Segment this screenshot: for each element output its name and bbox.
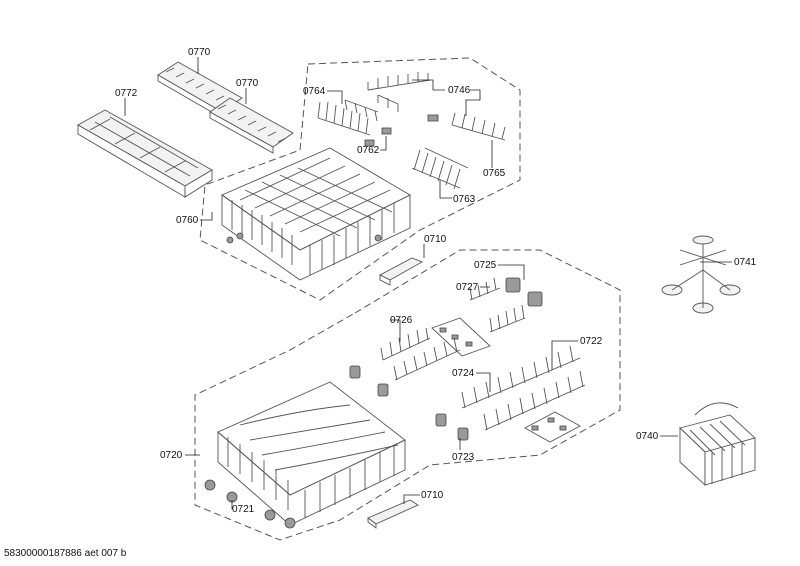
label-0721: 0721	[232, 504, 255, 515]
label-0770-top: 0770	[188, 47, 211, 58]
label-0762: 0762	[357, 145, 380, 156]
upper-basket-group-outline	[199, 57, 521, 301]
rack-0746-right	[364, 112, 506, 147]
cutlery-drawer-0772	[77, 109, 213, 198]
label-0710-bottom: 0710	[421, 490, 444, 501]
rack-0746-top	[367, 72, 431, 112]
label-0723: 0723	[452, 452, 475, 463]
label-0770-bottom: 0770	[236, 78, 259, 89]
label-0724: 0724	[452, 368, 475, 379]
label-0710-top: 0710	[424, 234, 447, 245]
tray-0770-bottom	[209, 97, 294, 154]
rack-0764	[317, 99, 379, 136]
tray-0770-top	[157, 61, 243, 119]
label-0720: 0720	[160, 450, 183, 461]
label-0746: 0746	[448, 85, 471, 96]
label-0764: 0764	[303, 86, 326, 97]
lower-basket-group-outline	[194, 249, 621, 541]
label-0772: 0772	[115, 88, 138, 99]
leader-lines	[124, 57, 732, 509]
label-0727: 0727	[456, 282, 479, 293]
label-0722: 0722	[580, 336, 603, 347]
upper-basket-0760	[221, 147, 411, 281]
rack-0727	[469, 277, 526, 333]
cutlery-basket-0740	[679, 402, 756, 487]
rack-0726	[380, 327, 461, 381]
label-0763: 0763	[453, 194, 476, 205]
label-0726: 0726	[390, 315, 413, 326]
handle-0710-top	[379, 257, 424, 286]
handle-0710-bottom	[367, 499, 419, 529]
clips-0723	[349, 365, 469, 441]
label-0741: 0741	[734, 257, 757, 268]
clips-0722	[524, 411, 581, 443]
clips-0725	[505, 277, 543, 307]
connectors-0725-set	[431, 317, 491, 357]
label-0765: 0765	[483, 168, 506, 179]
label-0760: 0760	[176, 215, 199, 226]
label-0740: 0740	[636, 431, 659, 442]
wheels-0721	[204, 479, 296, 529]
rack-0724	[461, 345, 586, 431]
holder-0741	[661, 235, 741, 314]
label-0725: 0725	[474, 260, 497, 271]
rack-0763	[411, 147, 469, 190]
lower-basket-0720	[217, 381, 406, 526]
footer-code: 58300000187886 aet 007 b	[4, 548, 127, 559]
